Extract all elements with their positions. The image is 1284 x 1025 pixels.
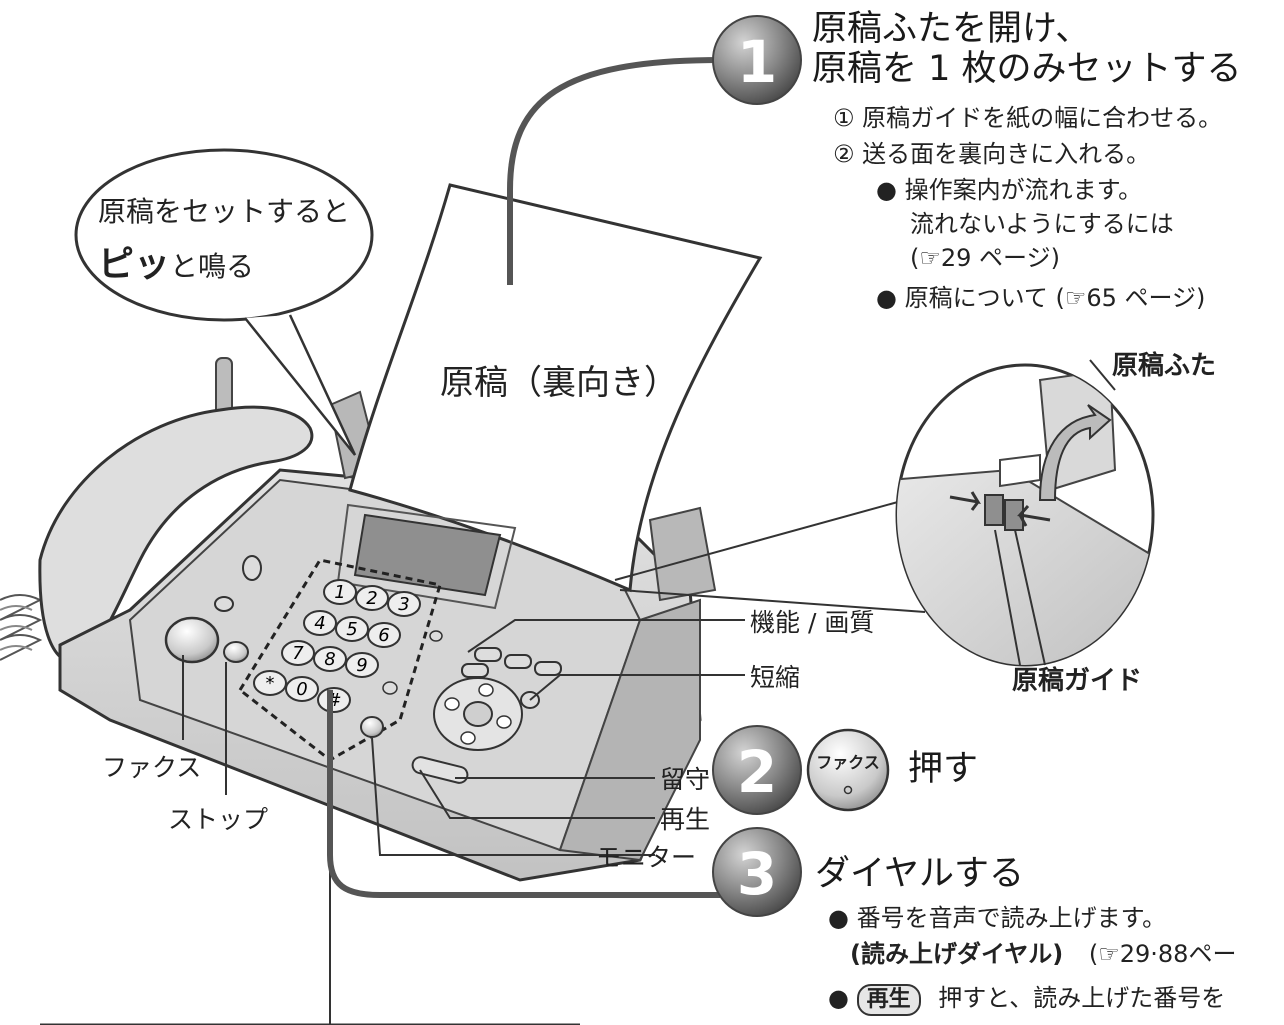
step3-badge: 3 <box>712 827 802 917</box>
bubble-line1: 原稿をセットすると <box>98 195 351 228</box>
step1-sub1: ① 原稿ガイドを紙の幅に合わせる。 <box>833 104 1223 132</box>
inset-cover-label: 原稿ふた <box>1112 351 1217 381</box>
callout-speed: 短縮 <box>750 663 801 692</box>
key-label: 2 <box>366 588 377 609</box>
key-label: * <box>266 673 275 694</box>
key-1[interactable]: 1 <box>323 579 357 605</box>
lcd-screen <box>353 513 502 597</box>
step1-bullet1-line1: ● 操作案内が流れます。 <box>876 176 1143 204</box>
fax-side <box>558 598 701 862</box>
step3-title: ダイヤルする <box>815 854 1024 894</box>
key-label: 1 <box>334 582 345 603</box>
key-9[interactable]: 9 <box>345 652 379 678</box>
step3-bullet2: ● 再生 押すと、読み上げた番号を <box>828 982 1225 1016</box>
key-star[interactable]: * <box>253 670 287 696</box>
step3-readout-dial: (読み上げダイヤル) <box>850 940 1064 968</box>
callout-play: 再生 <box>660 805 711 834</box>
panel-button-c[interactable] <box>382 681 398 695</box>
callout-function: 機能 / 画質 <box>750 608 875 637</box>
key-4[interactable]: 4 <box>303 610 337 636</box>
speech-bubble <box>74 148 374 322</box>
play-button-chip: 再生 <box>856 984 921 1016</box>
step1-sub2: ② 送る面を裏向きに入れる。 <box>833 140 1151 168</box>
step3-bullet1-sub: (読み上げダイヤル) (☞29·88ペー <box>850 938 1236 971</box>
function-button-4[interactable] <box>461 663 489 678</box>
fax-start-button[interactable] <box>164 616 220 664</box>
step1-title-line2: 原稿を 1 枚のみセットする <box>812 49 1242 89</box>
step3-connector <box>327 690 720 898</box>
step3-bullet2-mark: ● <box>828 984 849 1012</box>
step1-title-line1: 原稿ふたを開け、 <box>812 9 1091 49</box>
step1-number: 1 <box>737 28 777 96</box>
bubble-line2: ピッと鳴る <box>98 235 254 287</box>
step3-bullet2-text: 押すと、読み上げた番号を <box>938 984 1226 1012</box>
callout-stop: ストップ <box>168 805 269 834</box>
step1-badge: 1 <box>712 15 802 105</box>
key-label: 5 <box>346 619 357 640</box>
key-0[interactable]: 0 <box>285 676 319 702</box>
inset-magnifier <box>895 363 1155 667</box>
key-label: 8 <box>324 649 335 670</box>
step3-bullet1: ● 番号を音声で読み上げます。 <box>828 904 1167 932</box>
callout-monitor: モニター <box>596 843 697 872</box>
key-label: 6 <box>378 625 389 646</box>
step1-bullet1-line2: 流れないようにするには <box>910 210 1174 238</box>
step3-number: 3 <box>737 840 777 908</box>
bubble-beep: ピッ <box>98 244 171 285</box>
monitor-button[interactable] <box>360 716 384 738</box>
lcd-frame <box>336 503 517 610</box>
fax-button-label: ファクス <box>816 753 880 772</box>
function-buttons <box>461 647 562 678</box>
function-button-1[interactable] <box>474 647 502 662</box>
guide-callout-lines <box>994 529 1046 666</box>
key-5[interactable]: 5 <box>335 616 369 642</box>
step1-bullet1-line3: (☞29 ページ) <box>910 244 1060 272</box>
panel-button-d[interactable] <box>429 630 443 642</box>
callout-fax: ファクス <box>102 753 202 782</box>
key-8[interactable]: 8 <box>313 646 347 672</box>
key-label: 3 <box>398 594 409 615</box>
callout-answer: 留守 <box>660 765 711 794</box>
step1-bullet2: ● 原稿について (☞65 ページ) <box>876 284 1206 312</box>
key-label: 9 <box>356 655 367 676</box>
document-paper <box>348 183 763 593</box>
bubble-line2-rest: と鳴る <box>170 250 255 283</box>
key-7[interactable]: 7 <box>281 640 315 666</box>
key-6[interactable]: 6 <box>367 622 401 648</box>
key-label: 4 <box>314 613 325 634</box>
step3-ref: (☞29·88ペー <box>1088 940 1237 968</box>
small-button-a[interactable] <box>214 596 234 612</box>
speech-bubble-tail <box>244 314 357 456</box>
stop-button[interactable] <box>223 641 249 663</box>
key-label: 7 <box>292 643 304 664</box>
keypad: 1 2 3 4 5 6 7 8 9 * 0 # <box>253 579 421 713</box>
function-button-2[interactable] <box>504 654 532 669</box>
fax-button-icon: ファクス <box>806 728 890 812</box>
small-button-b[interactable] <box>242 555 262 581</box>
step2-number: 2 <box>737 738 777 806</box>
key-hash[interactable]: # <box>317 687 351 713</box>
step1-connector <box>507 57 721 285</box>
key-2[interactable]: 2 <box>355 585 389 611</box>
paper-tray-right <box>648 506 717 602</box>
step2-action: 押す <box>908 749 979 789</box>
function-button-3[interactable] <box>534 661 562 676</box>
key-3[interactable]: 3 <box>387 591 421 617</box>
step2-badge: 2 <box>712 725 802 815</box>
key-label: 0 <box>296 679 307 700</box>
navigation-dial[interactable] <box>433 677 523 751</box>
paper-label: 原稿（裏向き） <box>440 363 678 403</box>
inset-guide-label: 原稿ガイド <box>1012 666 1143 696</box>
handset-cord <box>0 594 43 661</box>
answer-button[interactable] <box>411 755 469 784</box>
